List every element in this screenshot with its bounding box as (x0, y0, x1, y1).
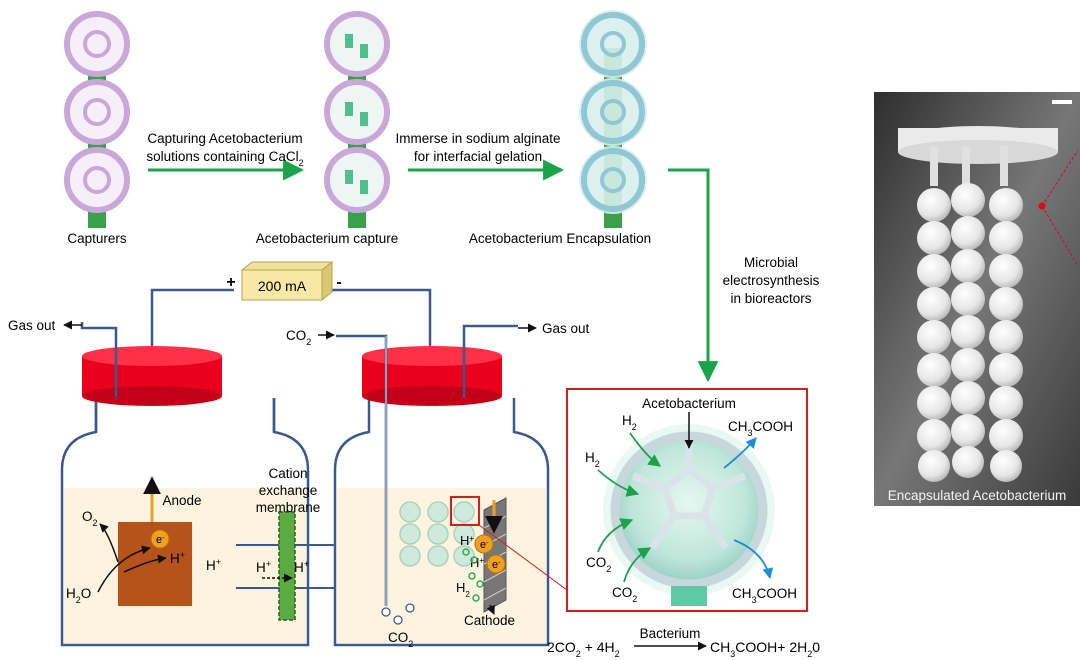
scale-bar (1052, 100, 1072, 104)
cathode-label: Cathode (464, 613, 515, 628)
equation-reactants: 2CO2 + 4H2 (547, 639, 620, 659)
co2-bubbles (381, 603, 415, 625)
h2-bubbles (462, 548, 484, 602)
power-supply: 200 mA + - (226, 260, 342, 302)
gas-tube-right (462, 324, 518, 398)
electron-anode: e- (150, 529, 170, 549)
bioreactor-setup: 200 mA + - Gas out Anode e- (8, 260, 590, 649)
encapsulated-cage (579, 10, 647, 78)
inset-acetate-bottom: CH3COOH (732, 586, 797, 605)
cage-mesh (631, 440, 747, 550)
inset-rod (671, 586, 707, 606)
anode-chamber: Gas out Anode e- O2 H+ H2O H+ (8, 318, 310, 647)
co2-bubble-label: CO2 (388, 630, 413, 649)
step1-text-line2: solutions containing CaCl2 (146, 149, 303, 168)
hplus-cathode-1: H+ (460, 533, 474, 548)
capturer-modules (399, 501, 475, 567)
cathode-lid (362, 346, 502, 406)
encapsulated-photo (874, 92, 1080, 506)
step-arrow-capture: Capturing Acetobacterium solutions conta… (146, 131, 305, 181)
gas-out-right-label: Gas out (542, 321, 590, 336)
capture-column: Acetobacterium capture (256, 11, 399, 246)
inset-acetate-top: CH3COOH (728, 419, 793, 438)
encapsulated-cage (579, 146, 647, 214)
side-step-line1: Microbial (744, 255, 798, 270)
inset-bacterium-label: Acetobacterium (642, 396, 736, 411)
membrane-line3: membrane (256, 500, 321, 515)
reaction-equation: 2CO2 + 4H2 Bacterium CH3COOH+ 2H20 (547, 626, 820, 659)
step-arrow-electrosynthesis: Microbial electrosynthesis in bioreactor… (668, 168, 820, 383)
inset-h2-left: H2 (585, 450, 600, 469)
encapsulation-column: Acetobacterium Encapsulation (469, 10, 651, 246)
encapsulation-label: Acetobacterium Encapsulation (469, 231, 651, 246)
photo-caption: Encapsulated Acetobacterium (887, 488, 1067, 503)
photo-column-left (917, 188, 951, 482)
capturers-label: Capturers (67, 231, 127, 246)
cation-exchange-membrane (278, 511, 296, 621)
inset-leader-line (478, 524, 568, 591)
co2-inlet-label: CO2 (286, 328, 311, 347)
o2-label: O2 (82, 509, 98, 528)
svg-text:e-: e- (492, 559, 501, 571)
svg-text:e-: e- (156, 534, 165, 546)
hplus-membrane-left: H+ (256, 559, 271, 575)
hplus-bridge-left: H+ (206, 557, 221, 573)
inset-highlight-box (450, 496, 480, 526)
photo-columns (917, 183, 1023, 482)
bacterium-inset: Acetobacterium H2 H2 CO2 CO2 CH3COOH CH3… (566, 388, 808, 612)
capturer-cage (64, 147, 130, 213)
capturers-column: Capturers (64, 11, 130, 246)
gas-out-left-label: Gas out (8, 318, 56, 333)
svg-text:e-: e- (480, 539, 489, 551)
plus-terminal: + (226, 274, 235, 291)
step-arrow-gelation: Immerse in sodium alginate for interfaci… (395, 131, 565, 181)
capturer-cage (64, 79, 130, 145)
inset-h2-top: H2 (622, 413, 637, 432)
power-label: 200 mA (258, 278, 307, 294)
anode-lid (82, 346, 222, 406)
side-step-line2: electrosynthesis (723, 273, 820, 288)
equation-products: CH3COOH+ 2H20 (710, 639, 820, 659)
hplus-anode-label: H+ (170, 550, 185, 566)
electron-cathode-2: e- (486, 554, 506, 574)
capture-label: Acetobacterium capture (256, 231, 399, 246)
h2o-label: H2O (66, 586, 91, 605)
inset-co2-bottom: CO2 (612, 585, 637, 604)
h2-cathode-label: H2 (456, 580, 470, 599)
cathode-chamber: CO2 Gas out e- (286, 321, 590, 649)
captured-cage (324, 79, 390, 145)
photo-column-right (989, 188, 1023, 482)
equation-catalyst: Bacterium (640, 626, 701, 641)
encapsulated-cage (579, 78, 647, 146)
photo-column-middle (951, 183, 985, 478)
step1-text-line1: Capturing Acetobacterium (147, 131, 302, 146)
anode-label: Anode (162, 493, 201, 508)
step2-text-line1: Immerse in sodium alginate (395, 131, 560, 146)
captured-cage (324, 147, 390, 213)
side-step-line3: in bioreactors (730, 291, 811, 306)
inset-co2-mid: CO2 (586, 555, 611, 574)
minus-terminal: - (336, 274, 341, 291)
membrane-line1: Cation (268, 466, 307, 481)
capturer-cage (64, 11, 130, 77)
step2-text-line2: for interfacial gelation (414, 149, 542, 164)
hplus-membrane-right: H+ (294, 559, 309, 575)
captured-cage (324, 11, 390, 77)
electron-cathode-1: e- (474, 534, 494, 554)
membrane-line2: exchange (259, 483, 318, 498)
